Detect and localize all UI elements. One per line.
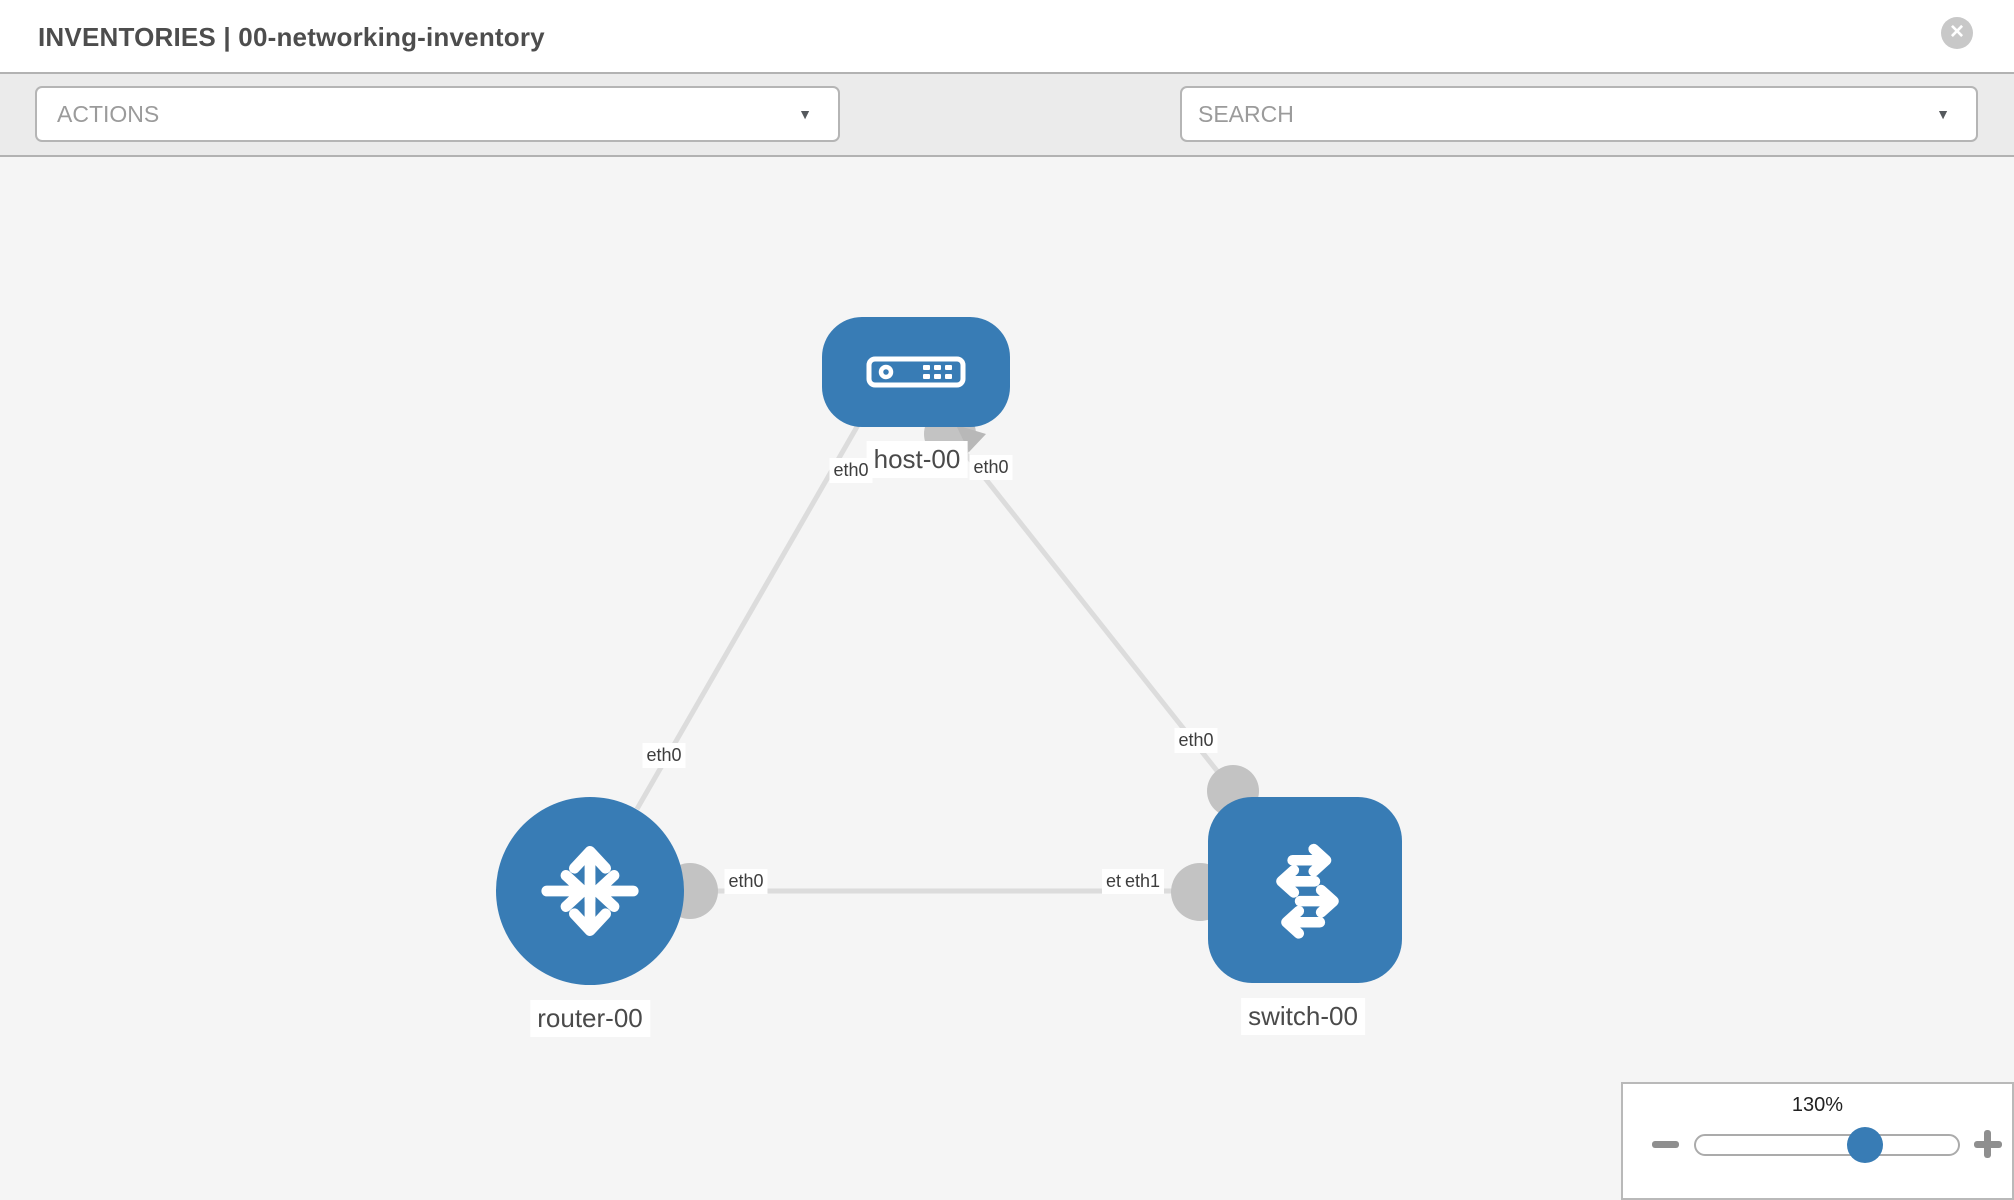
topology-edges-svg: [634, 408, 1259, 921]
zoom-panel: 130%: [1621, 1082, 2014, 1200]
zoom-in-button[interactable]: [1974, 1130, 2002, 1158]
node-label-host: host-00: [866, 441, 968, 478]
interface-label: eth0: [1174, 728, 1218, 753]
topology-canvas: host-00 router-00 switch-00 eth0 eth0 et…: [0, 157, 2014, 1200]
host-icon: [866, 356, 966, 388]
node-router-00[interactable]: [496, 797, 684, 985]
actions-dropdown[interactable]: ACTIONS ▼: [35, 86, 840, 142]
header: INVENTORIES | 00-networking-inventory ×: [0, 0, 2014, 74]
interface-label: eth0: [642, 743, 686, 768]
node-switch-00[interactable]: [1208, 797, 1402, 983]
zoom-slider-handle[interactable]: [1847, 1127, 1883, 1163]
node-label-switch: switch-00: [1241, 998, 1365, 1035]
interface-label: eth1: [1121, 869, 1165, 894]
page-title: INVENTORIES | 00-networking-inventory: [38, 22, 545, 52]
toolbar: ACTIONS ▼ SEARCH ▼: [0, 74, 2014, 209]
node-host-00[interactable]: [822, 317, 1010, 427]
zoom-slider-track[interactable]: [1694, 1134, 1960, 1156]
router-icon: [541, 846, 639, 936]
chevron-down-icon: ▼: [798, 106, 812, 122]
node-label-router: router-00: [530, 1000, 650, 1037]
actions-dropdown-label: ACTIONS: [57, 101, 160, 127]
interface-label: eth0: [724, 869, 768, 894]
chevron-down-icon: ▼: [1936, 106, 1950, 122]
edge-arrow-icon: [956, 425, 986, 452]
search-dropdown[interactable]: SEARCH ▼: [1180, 86, 1978, 142]
zoom-level: 130%: [1791, 1094, 1844, 1116]
zoom-out-button[interactable]: [1652, 1141, 1679, 1148]
search-input-placeholder: SEARCH: [1198, 101, 1294, 127]
close-icon: ×: [1949, 18, 1964, 45]
interface-label: eth0: [969, 455, 1013, 480]
interface-label: eth0: [829, 458, 873, 483]
switch-icon: [1276, 843, 1339, 939]
close-button[interactable]: ×: [1941, 17, 1973, 49]
